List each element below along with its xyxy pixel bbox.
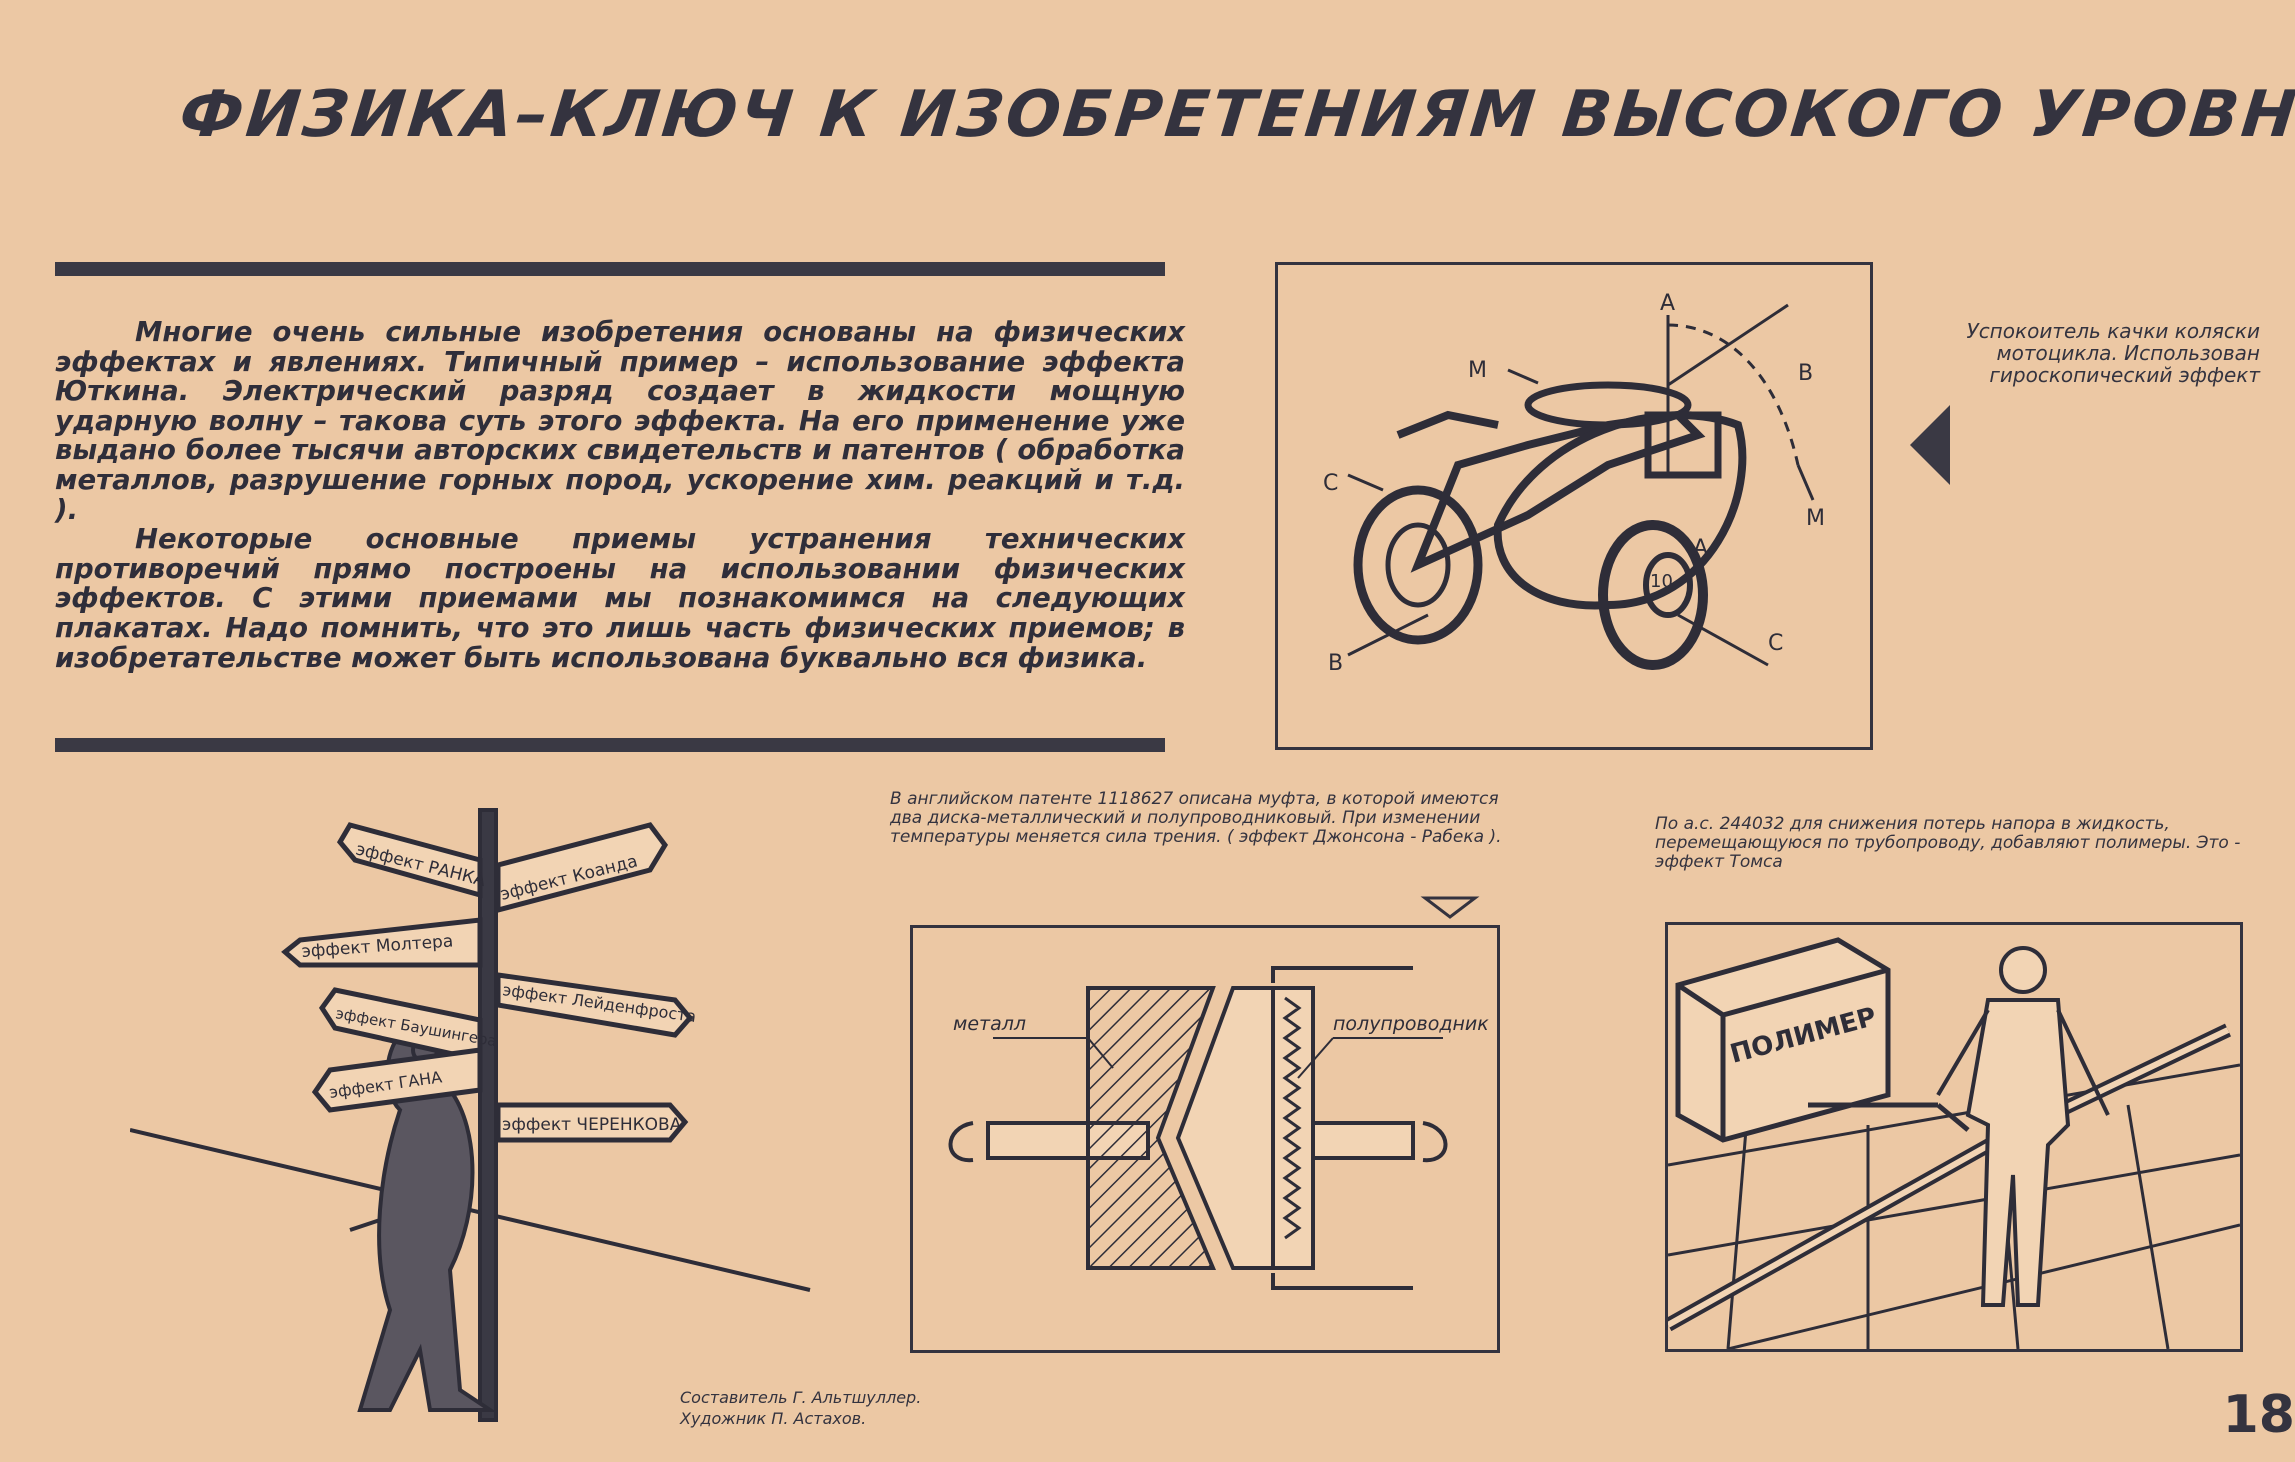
signpost-scene: эффект РАНКА эффект Коанда эффект Молтер… [130, 808, 811, 1422]
credits: Составитель Г. Альтшуллер. Художник П. А… [680, 1387, 921, 1429]
left-pointer-arrow [1910, 405, 1950, 485]
coupling-illustration: металл полупроводник [910, 925, 1500, 1353]
label-b-right: В [1798, 361, 1813, 386]
intro-paragraph-2: Некоторые основные приемы устранения тех… [55, 523, 1185, 674]
label-semiconductor: полупроводник [1333, 1013, 1489, 1035]
label-metal: металл [953, 1013, 1026, 1035]
coupling-drawing: металл полупроводник [948, 966, 1489, 1290]
pipeline-illustration: ПОЛИМЕР [1664, 922, 2243, 1352]
coupling-caption: В английском патенте 1118627 описана муф… [890, 789, 1502, 847]
pipeline-caption: По а.с. 244032 для снижения потерь напор… [1655, 814, 2241, 872]
bottom-rule [55, 738, 1165, 752]
label-b-bottom: В [1328, 651, 1343, 676]
credit-compiler: Составитель Г. Альтшуллер. [680, 1388, 922, 1407]
down-pointer-arrow [1420, 896, 1480, 919]
label-c-left: С [1323, 471, 1338, 496]
wheel-mark: 10 [1650, 571, 1673, 592]
motorcycle-caption: Успокоитель качки коляски мотоцикла. Исп… [1966, 319, 2261, 387]
sign-cherenkov: эффект ЧЕРЕНКОВА [502, 1115, 682, 1135]
page-title: ФИЗИКА–КЛЮЧ К ИЗОБРЕТЕНИЯМ ВЫСОКОГО УРОВ… [176, 78, 2295, 152]
label-a-top: А [1660, 291, 1675, 316]
label-m-right: М [1806, 506, 1825, 531]
intro-text: Многие очень сильные изобретения основан… [55, 316, 1185, 674]
top-rule [55, 262, 1165, 276]
label-m-left: М [1468, 358, 1487, 383]
credit-artist: Художник П. Астахов. [680, 1409, 867, 1428]
page-number: 18 [2222, 1385, 2295, 1445]
motorcycle-illustration: А В М М А С В С 10 [1275, 262, 1873, 750]
intro-paragraph-1: Многие очень сильные изобретения основан… [55, 316, 1185, 526]
label-c-bottom: С [1768, 631, 1783, 656]
motorcycle-drawing: А В М М А С В С 10 [1323, 291, 1825, 676]
label-a-mid: А [1693, 536, 1708, 561]
pipeline-drawing: ПОЛИМЕР [1664, 937, 2241, 1351]
